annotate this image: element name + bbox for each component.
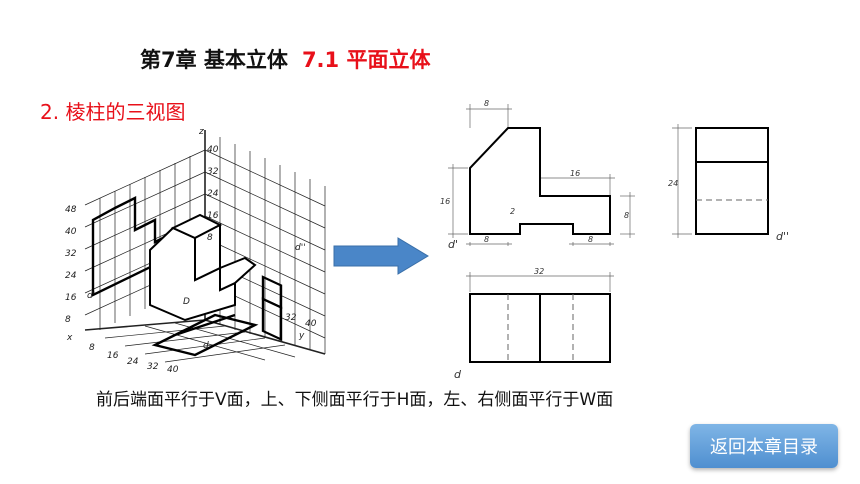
iso-left-tick-5: 16 xyxy=(65,293,77,303)
iso-d1-label: d' xyxy=(87,291,95,301)
back-to-chapter-button[interactable]: 返回本章目录 xyxy=(690,424,838,468)
front-dim-width-top: 8 xyxy=(484,99,489,108)
iso-back-wall xyxy=(204,130,326,354)
chapter-title: 第7章 基本立体 xyxy=(140,48,288,72)
iso-y-tick-2: 40 xyxy=(305,319,317,329)
iso-solid xyxy=(149,213,257,322)
iso-x-label: x xyxy=(66,333,73,343)
front-dim-height-left: 16 xyxy=(440,197,450,206)
iso-d0-label: D xyxy=(183,297,190,307)
iso-floor-projection xyxy=(151,313,259,357)
iso-d2-label: d'' xyxy=(295,243,306,253)
arrow-right-icon xyxy=(333,237,429,275)
iso-z-tick-5: 8 xyxy=(207,233,213,243)
iso-x-tick-5: 40 xyxy=(167,365,179,375)
subtitle: 2. 棱柱的三视图 xyxy=(40,100,186,124)
isometric-drawing: z x y 40 32 24 16 8 48 40 32 24 16 8 8 1… xyxy=(65,127,326,375)
iso-y-tick-1: 32 xyxy=(285,313,297,323)
front-dim-notch: 2 xyxy=(510,207,515,216)
section-title: 7.1 平面立体 xyxy=(301,48,431,72)
iso-x-tick-3: 24 xyxy=(127,357,139,367)
iso-x-tick-4: 32 xyxy=(147,362,159,372)
iso-d-label: d xyxy=(203,341,209,351)
front-dim-height-right: 8 xyxy=(624,211,629,220)
top-view: 32 d xyxy=(454,267,614,381)
front-view: 8 16 16 2 8 8 8 d' xyxy=(440,99,635,251)
top-view-label: d xyxy=(454,368,462,381)
caption: 前后端面平行于V面，上、下侧面平行于H面，左、右侧面平行于W面 xyxy=(96,390,614,410)
side-dim-height: 24 xyxy=(668,179,678,188)
iso-z-tick-4: 16 xyxy=(207,211,219,221)
iso-left-tick-2: 40 xyxy=(65,227,77,237)
front-view-label: d' xyxy=(448,238,458,251)
iso-x-tick-2: 16 xyxy=(107,351,119,361)
iso-left-tick-6: 8 xyxy=(65,315,71,325)
iso-left-tick-1: 48 xyxy=(65,205,77,215)
side-view-outline xyxy=(695,127,769,235)
iso-z-tick-2: 32 xyxy=(207,167,219,177)
iso-back-projection-bottom xyxy=(261,297,283,342)
iso-z-tick-1: 40 xyxy=(207,145,219,155)
iso-left-projection xyxy=(91,196,177,297)
front-dim-width-right: 16 xyxy=(570,169,580,178)
page-title: 第7章 基本立体 7.1 平面立体 xyxy=(140,44,430,74)
iso-left-tick-4: 24 xyxy=(65,271,77,281)
iso-x-tick-1: 8 xyxy=(89,343,95,353)
iso-z-label: z xyxy=(198,127,204,137)
iso-left-tick-3: 32 xyxy=(65,249,77,259)
front-dim-bottom-right: 8 xyxy=(588,235,593,244)
front-dim-bottom-left: 8 xyxy=(484,235,489,244)
front-view-outline xyxy=(469,127,611,235)
top-dim-width: 32 xyxy=(534,267,544,276)
side-view: 24 d'' xyxy=(668,124,789,243)
iso-y-label: y xyxy=(298,331,305,341)
side-view-label: d'' xyxy=(776,230,789,243)
iso-z-tick-3: 24 xyxy=(207,189,219,199)
